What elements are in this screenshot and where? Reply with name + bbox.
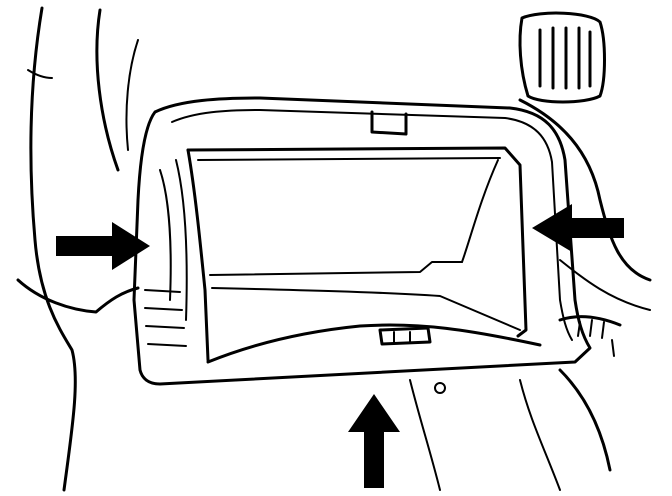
- vent-slat: [601, 321, 605, 339]
- frame-outer: [132, 96, 592, 386]
- screw-hole: [434, 382, 446, 394]
- brake-pedal-pad: [518, 11, 606, 104]
- dash-right-curve-2: [559, 259, 651, 311]
- bin-left-wall: [186, 148, 210, 362]
- side-rib: [145, 325, 185, 329]
- dash-curve-line: [95, 8, 120, 172]
- bin-back-rim: [186, 146, 528, 338]
- left-wall-edge-2: [175, 159, 188, 321]
- pedal-outline: [518, 11, 606, 104]
- arrow-left-icon: [532, 204, 624, 252]
- arrow-right-icon: [56, 222, 150, 270]
- left-wall-edge: [159, 169, 172, 301]
- dash-lower-center: [409, 379, 441, 491]
- bin-latch: [378, 326, 432, 346]
- vent-slat: [611, 339, 615, 357]
- side-rib: [147, 343, 187, 347]
- dash-seam-line: [27, 69, 53, 79]
- vent-slat: [589, 319, 593, 337]
- bin-floor-line: [211, 287, 521, 331]
- dashboard-left-panel: [16, 6, 140, 492]
- dashboard-right-panel: [409, 98, 652, 491]
- dash-lower-line: [16, 278, 140, 314]
- arrow-up-icon: [348, 394, 400, 488]
- bin-right-diagonal: [461, 159, 499, 263]
- bin-back-top: [197, 157, 501, 161]
- bin-back-bottom: [209, 261, 463, 276]
- latch-tab: [370, 110, 408, 136]
- dash-lower-right: [558, 368, 612, 472]
- dash-lower-right-2: [519, 379, 561, 491]
- glove-box-frame: [132, 96, 592, 386]
- frame-inner-edge: [171, 109, 573, 341]
- side-rib: [144, 307, 183, 311]
- dash-edge-line: [29, 6, 77, 492]
- bin-lip: [206, 323, 542, 364]
- dash-right-curve: [518, 98, 652, 282]
- side-rib: [144, 289, 181, 293]
- glove-box-bin: [186, 146, 542, 364]
- dash-curve-line-2: [125, 39, 139, 151]
- vent-top: [558, 315, 622, 327]
